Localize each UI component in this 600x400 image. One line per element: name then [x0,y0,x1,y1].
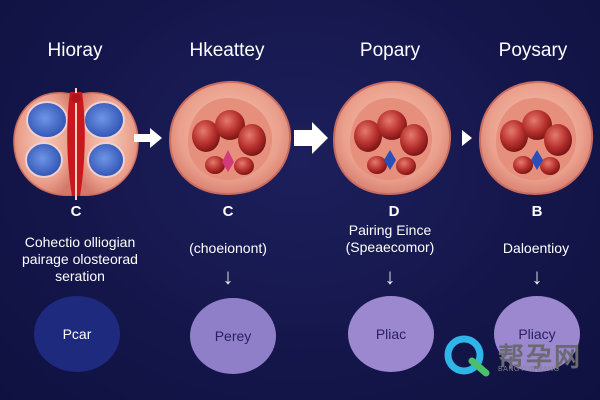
right-arrow-2 [294,122,328,154]
right-arrow-3 [462,130,472,146]
stage-4-desc-line: Daloentioy [502,240,570,256]
stage-1-letter: C [70,203,82,220]
stage-1-circle-label: Pcar [62,326,92,342]
stage-1-desc-line: seration [55,268,105,284]
down-arrow-3: ↓ [384,264,396,289]
stage-1-title: Hioray [47,40,103,61]
watermark-text: 帮孕网 [498,341,583,372]
stage-3-organ [332,80,452,196]
stage-3-circle: Pliac [348,296,434,372]
watermark-subtext: BANGYUNWANG [498,366,560,373]
down-arrow-2: ↓ [222,264,234,289]
stage-3-desc-line: Pairing Eince [348,222,432,238]
watermark: 帮孕网 BANGYUNWANG [442,330,592,380]
stage-4-description: Daloentioy [478,240,594,257]
stage-1-desc-line: Cohectio olliogian [24,234,136,250]
stage-1-circle: Pcar [34,296,120,372]
stage-4-circle-label: Pliacy [518,326,556,342]
stage-4-title: Poysary [498,40,568,61]
stage-2-circle-label: Perey [214,328,252,344]
stage-1-organ [13,88,139,200]
stage-3-circle-label: Pliac [375,326,407,342]
stage-2-organ [168,80,292,196]
stage-4-organ [478,80,594,196]
stage-2-title: Hkeattey [189,40,265,61]
stage-3-title: Popary [359,40,421,61]
stage-2-circle: Perey [190,298,276,374]
watermark-logo-icon [444,335,490,377]
stage-4-circle: Pliacy [494,296,580,372]
stage-3-desc-line: (Speaecomor) [345,239,435,255]
stage-2-letter: C [222,203,234,220]
down-arrow-4: ↓ [531,264,543,289]
stage-1-description: Cohectio olliogian pairage olosteorad se… [5,234,155,285]
stage-2-description: (choeionont) [168,240,288,257]
stage-4-letter: B [531,203,543,220]
stage-3-letter: D [388,203,400,220]
right-arrow-1 [134,128,162,148]
stage-3-description: Pairing Eince (Speaecomor) [328,222,452,256]
stage-1-desc-line: pairage olosteorad [22,251,138,267]
stage-2-desc-line: (choeionont) [189,240,267,256]
